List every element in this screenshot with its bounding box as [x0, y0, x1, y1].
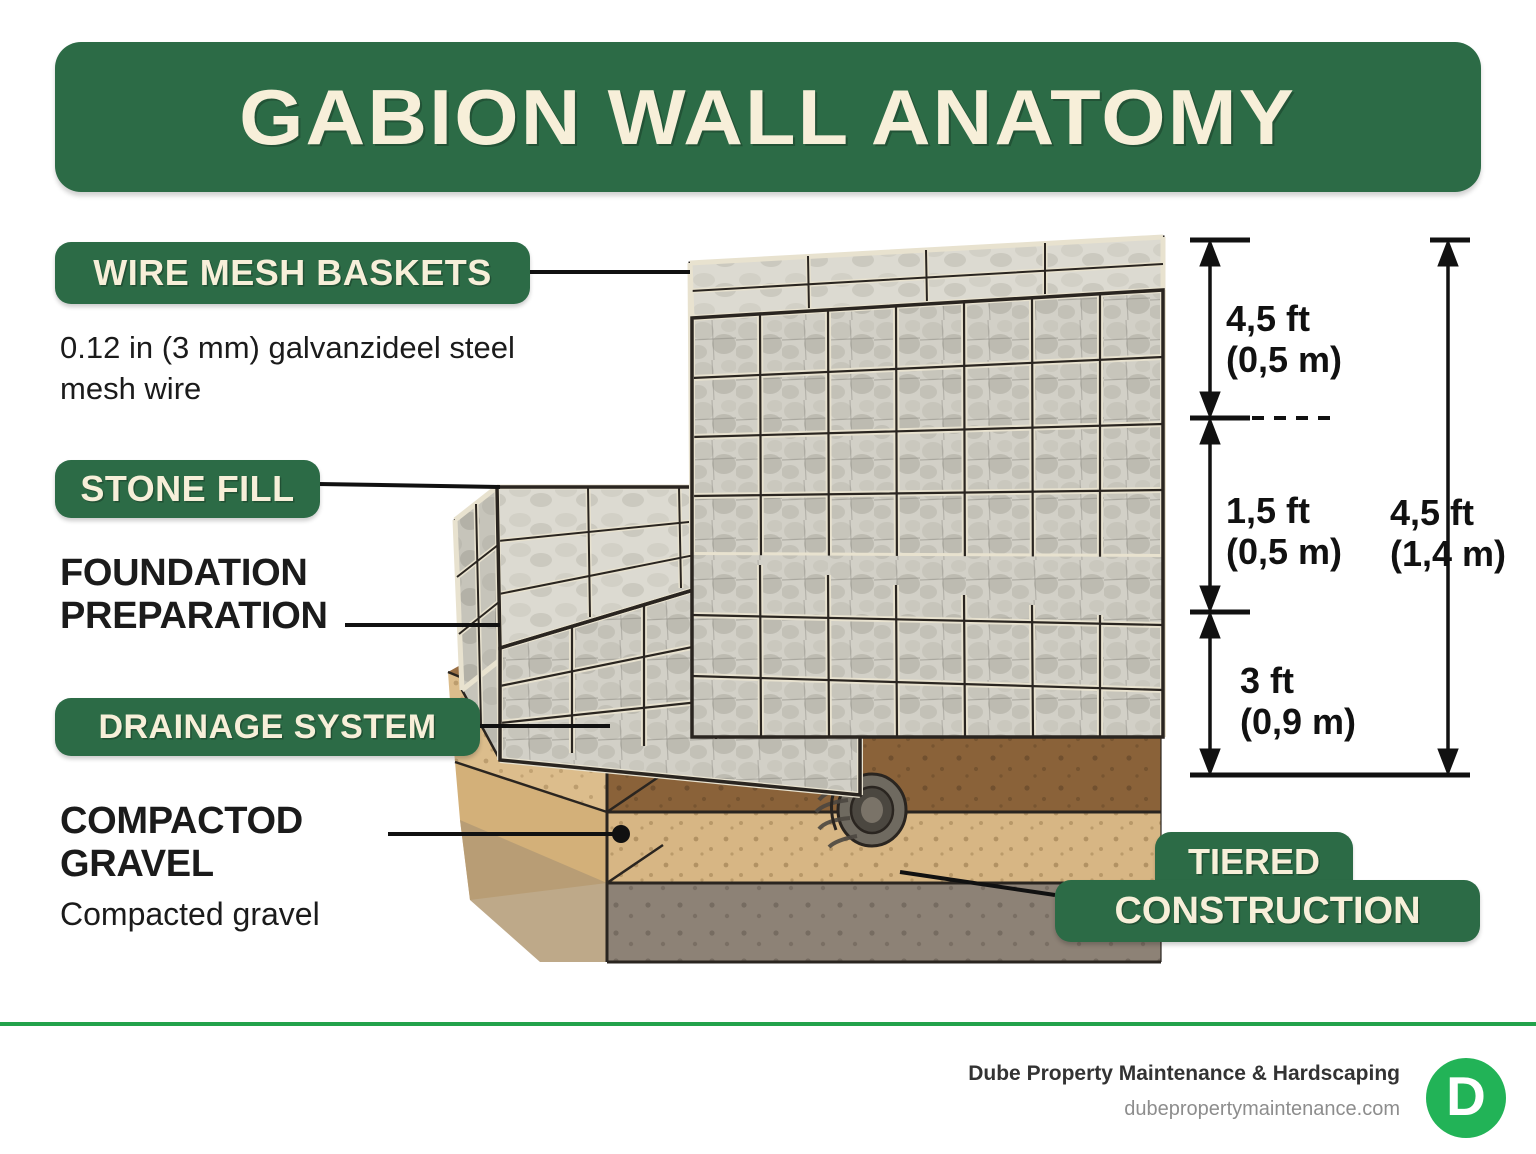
dimension-base-m: (0,9 m)	[1240, 701, 1357, 743]
foundation-line-1: FOUNDATION	[60, 552, 308, 594]
leader-tiered	[899, 870, 1056, 897]
gabion-upper-tier	[687, 234, 1166, 739]
tiered-label-1: TIERED	[1187, 841, 1320, 882]
compacted-line-2: GRAVEL	[60, 842, 214, 885]
callout-wire-mesh-baskets[interactable]: WIRE MESH BASKETS	[55, 242, 530, 304]
foundation-line-2: PREPARATION	[60, 594, 328, 637]
drainage-pipe	[814, 772, 908, 849]
leader-stone-fill	[317, 482, 501, 489]
dimension-total-m: (1,4 m)	[1390, 533, 1507, 575]
dimension-top-tier-m: (0,5 m)	[1226, 339, 1343, 381]
dimension-base: 3 ft (0,9 m)	[1240, 660, 1356, 742]
dimension-mid-tier: 1,5 ft (0,5 m)	[1226, 490, 1342, 572]
page-title: GABION WALL ANATOMY	[239, 72, 1297, 161]
arrow-down-2	[1199, 585, 1221, 614]
arrow-down-3	[1199, 748, 1221, 777]
arrow-up-3	[1199, 610, 1221, 639]
compacted-line-1: COMPACTOD	[60, 800, 303, 842]
callout-tiered-line-2[interactable]: CONSTRUCTION	[1055, 880, 1480, 942]
leader-dot-compacted	[612, 825, 630, 843]
callout-stone-fill[interactable]: STONE FILL	[55, 460, 320, 518]
brand-logo-letter: D	[1446, 1065, 1486, 1127]
arrow-up-total	[1437, 238, 1459, 267]
dimension-mid-tier-m: (0,5 m)	[1226, 531, 1343, 573]
arrow-up-1	[1199, 238, 1221, 267]
footer-website-url[interactable]: dubepropertymaintenance.com	[1124, 1098, 1400, 1120]
dimension-total: 4,5 ft (1,4 m)	[1390, 492, 1506, 574]
leader-lines	[317, 270, 1056, 897]
footer-divider	[0, 1022, 1536, 1026]
wire-mesh-description: 0.12 in (3 mm) galvanzideel steel mesh w…	[60, 330, 515, 406]
callout-drainage-system[interactable]: DRAINAGE SYSTEM	[55, 698, 480, 756]
footer-company-name: Dube Property Maintenance & Hardscaping	[968, 1062, 1400, 1085]
dimension-mid-tier-ft: 1,5 ft	[1226, 490, 1311, 531]
dimension-total-ft: 4,5 ft	[1390, 492, 1475, 533]
arrow-down-total	[1437, 748, 1459, 777]
dimension-base-ft: 3 ft	[1240, 660, 1294, 701]
tiered-label-2: CONSTRUCTION	[1114, 889, 1421, 932]
callout-compacted-gravel: COMPACTOD GRAVEL	[60, 800, 480, 885]
title-banner: GABION WALL ANATOMY	[55, 42, 1481, 192]
arrow-down-1	[1199, 391, 1221, 420]
callout-foundation-preparation: FOUNDATION PREPARATION	[60, 552, 480, 637]
dimension-top-tier-ft: 4,5 ft	[1226, 298, 1311, 339]
callout-wire-mesh-label: WIRE MESH BASKETS	[93, 252, 492, 293]
dimension-top-tier: 4,5 ft (0,5 m)	[1226, 298, 1342, 380]
callout-drainage-label: DRAINAGE SYSTEM	[98, 707, 437, 746]
brand-logo-icon: D	[1426, 1058, 1506, 1138]
arrow-up-2	[1199, 416, 1221, 445]
compacted-gravel-subtext: Compacted gravel	[60, 896, 320, 932]
dimension-lines	[1190, 237, 1470, 778]
callout-stone-fill-label: STONE FILL	[80, 468, 295, 509]
